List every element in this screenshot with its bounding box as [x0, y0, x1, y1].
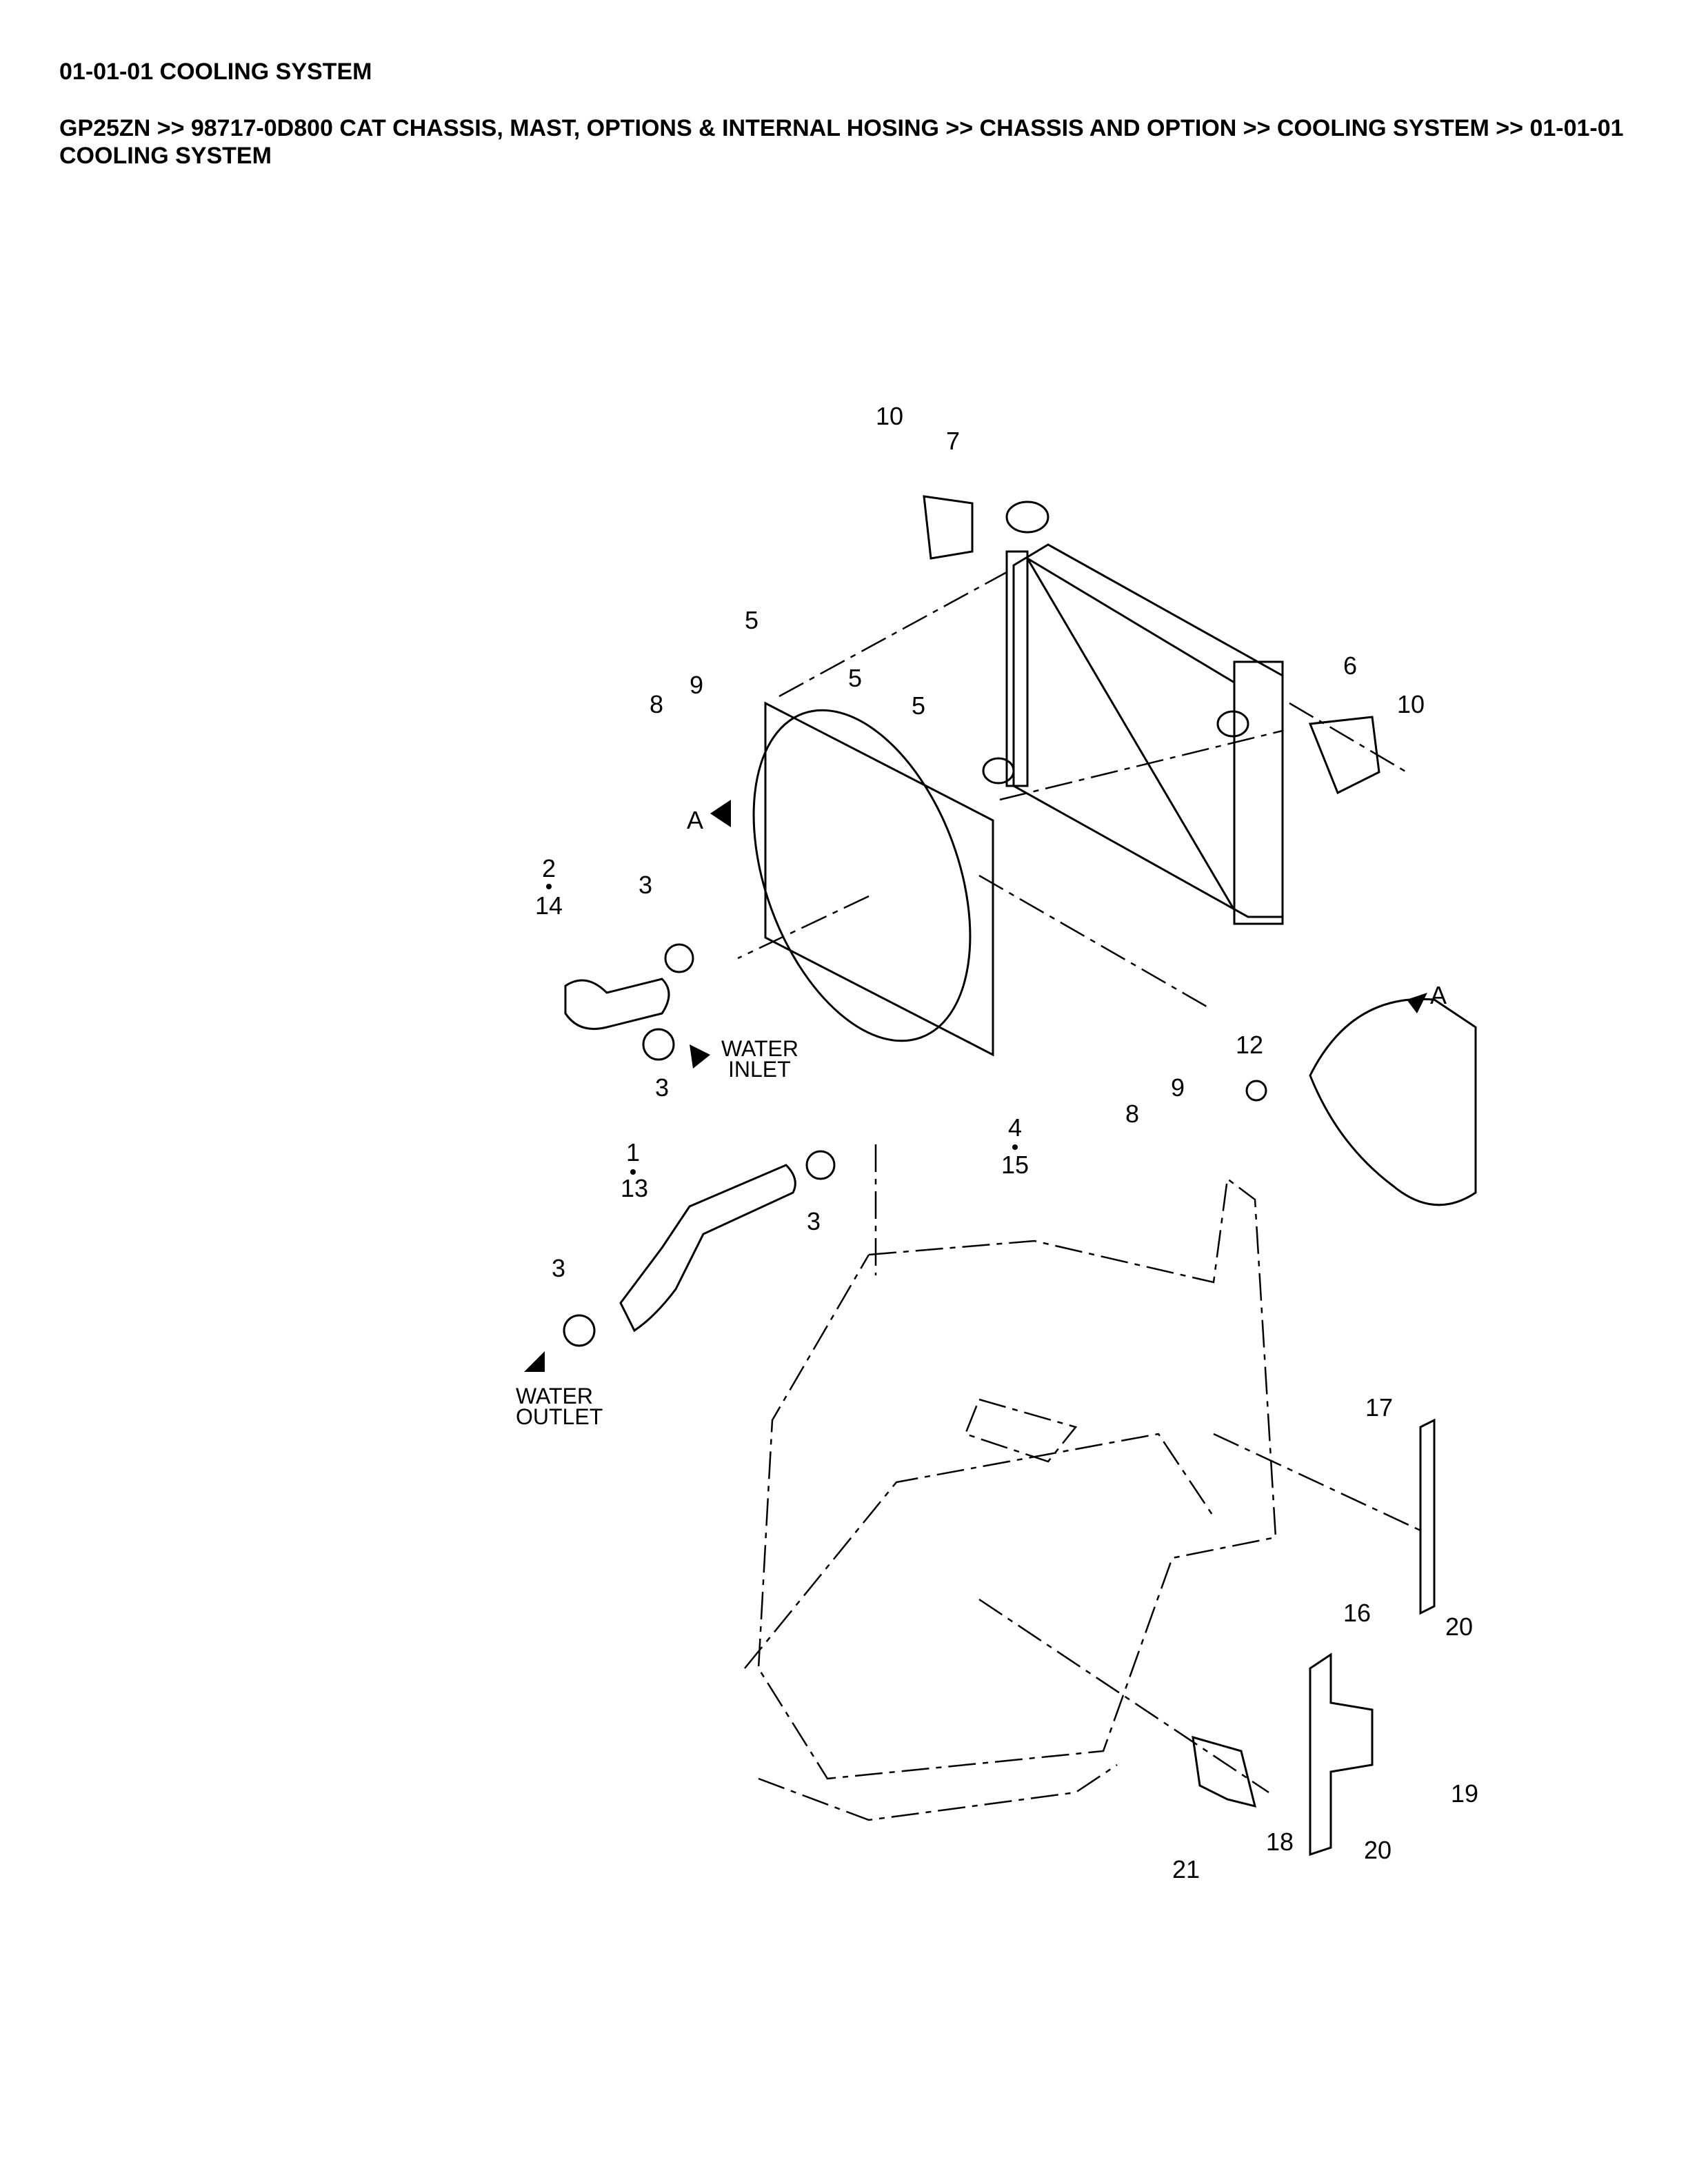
- callout-13: 13: [621, 1174, 648, 1202]
- callout-19: 19: [1451, 1779, 1478, 1808]
- upper-hose: [564, 943, 694, 1061]
- arrow-water-outlet-icon: [524, 1351, 545, 1372]
- callout-7: 7: [946, 427, 960, 455]
- callout-a: A: [1430, 981, 1447, 1009]
- arrow-water-inlet-icon: [690, 1044, 710, 1069]
- arrow-a2-icon: [1407, 993, 1427, 1013]
- water-inlet-label: WATER: [721, 1036, 798, 1061]
- callout-3: 3: [639, 871, 652, 899]
- callout-17: 17: [1365, 1393, 1393, 1422]
- water-inlet-label: INLET: [728, 1057, 791, 1082]
- callout-14: 14: [535, 891, 563, 920]
- callout-10: 10: [1397, 690, 1425, 718]
- callout-15: 15: [1001, 1151, 1029, 1179]
- plate-18: [1192, 1735, 1257, 1808]
- callout-18: 18: [1266, 1828, 1294, 1856]
- callout-a: A: [687, 806, 703, 834]
- radiator: [982, 501, 1284, 925]
- callout-16: 16: [1343, 1599, 1371, 1627]
- callout-8: 8: [650, 690, 663, 718]
- callout-9: 9: [1171, 1073, 1185, 1102]
- page-title: 01-01-01 COOLING SYSTEM: [59, 59, 372, 85]
- plate-17: [1419, 1418, 1436, 1615]
- callout-10: 10: [876, 402, 903, 430]
- fan-shroud: [752, 701, 994, 1057]
- arrow-a-icon: [710, 800, 731, 827]
- callout-3: 3: [807, 1207, 821, 1235]
- callout-9: 9: [690, 671, 703, 699]
- callout-1: 1: [626, 1138, 640, 1166]
- callout-4: 4: [1008, 1113, 1022, 1142]
- lower-hose: [563, 1150, 836, 1347]
- callout-20: 20: [1364, 1836, 1391, 1864]
- plate-16: [1309, 1652, 1374, 1857]
- callout-2: 2: [542, 854, 556, 882]
- callout-5: 5: [745, 606, 758, 634]
- water-outlet-label: WATER: [516, 1384, 593, 1408]
- callout-12: 12: [1236, 1031, 1263, 1059]
- water-outlet-label: OUTLET: [516, 1404, 603, 1429]
- callout-20: 20: [1445, 1612, 1473, 1641]
- callout-3: 3: [552, 1254, 565, 1282]
- fan-guard: [1245, 998, 1477, 1206]
- callout-5: 5: [848, 664, 862, 692]
- callout-8: 8: [1125, 1100, 1139, 1128]
- callout-5: 5: [912, 691, 925, 720]
- callout-21: 21: [1172, 1855, 1200, 1883]
- breadcrumb: GP25ZN >> 98717-0D800 CAT CHASSIS, MAST,…: [59, 115, 1624, 169]
- callout-6: 6: [1343, 651, 1357, 680]
- bracket-7: [923, 495, 974, 560]
- callout-3: 3: [655, 1073, 669, 1102]
- bracket-6: [1308, 716, 1380, 795]
- chassis-frame: [737, 895, 1421, 1821]
